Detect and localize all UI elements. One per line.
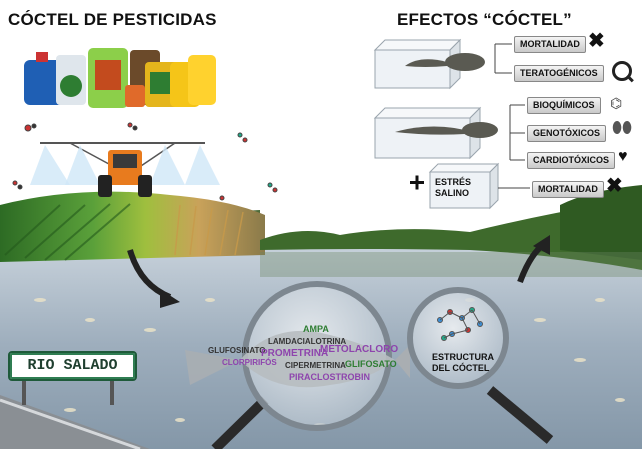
right-title: EFECTOS “CÓCTEL” bbox=[397, 10, 572, 29]
pesticide-metolacloro: METOLACLORO bbox=[320, 344, 399, 355]
structure-caption-line2: DEL CÓCTEL bbox=[432, 363, 490, 373]
effect-biochemical: BIOQUÍMICOS bbox=[527, 97, 601, 114]
heart-icon: ♥ bbox=[618, 148, 628, 165]
pesticide-glufosinato: GLUFOSINATO bbox=[208, 346, 266, 355]
structure-magnifier bbox=[407, 287, 554, 444]
road-sign-text: RIO SALADO bbox=[27, 357, 118, 374]
pesticide-ampa: AMPA bbox=[303, 324, 329, 334]
left-title: CÓCTEL DE PESTICIDAS bbox=[8, 10, 217, 29]
effect-cardiotoxic: CARDIOTÓXICOS bbox=[527, 152, 616, 169]
stress-label-line1: ESTRÉS bbox=[435, 177, 472, 187]
pesticide-lamdacialotrina: LAMDACIALOTRINA bbox=[268, 337, 347, 346]
effects-diagram bbox=[373, 38, 500, 210]
stress-label-line2: SALINO bbox=[435, 188, 470, 198]
pesticide-bottles bbox=[24, 48, 216, 108]
pesticide-glifosato: GLIFOSATO bbox=[345, 359, 397, 369]
pesticide-cipermetrina: CIPERMETRINA bbox=[285, 361, 346, 370]
pesticide-prometrina: PROMETRINA bbox=[261, 348, 329, 359]
fish-magnifier bbox=[185, 281, 410, 449]
molecule-icon: ⌬ bbox=[610, 95, 623, 111]
x-icon-bottom: ✖ bbox=[606, 175, 623, 197]
magnifier-icon bbox=[612, 61, 632, 81]
x-icon: ✖ bbox=[588, 30, 605, 52]
pesticide-clorpirifos: CLORPIRIFÓS bbox=[222, 358, 277, 367]
effect-genotoxic: GENOTÓXICOS bbox=[527, 125, 607, 142]
pesticide-piraclostrobin: PIRACLOSTROBIN bbox=[289, 372, 370, 382]
cells-icon: ⬮⬮ bbox=[612, 120, 633, 137]
effect-mortality-top: MORTALIDAD bbox=[514, 36, 586, 53]
effect-mortality-bottom: MORTALIDAD bbox=[532, 181, 604, 198]
tractor-sprayer bbox=[30, 142, 220, 197]
road-sign: RIO SALADO bbox=[8, 351, 137, 381]
structure-caption-line1: ESTRUCTURA bbox=[432, 352, 494, 362]
effect-teratogenic: TERATOGÉNICOS bbox=[514, 65, 604, 82]
